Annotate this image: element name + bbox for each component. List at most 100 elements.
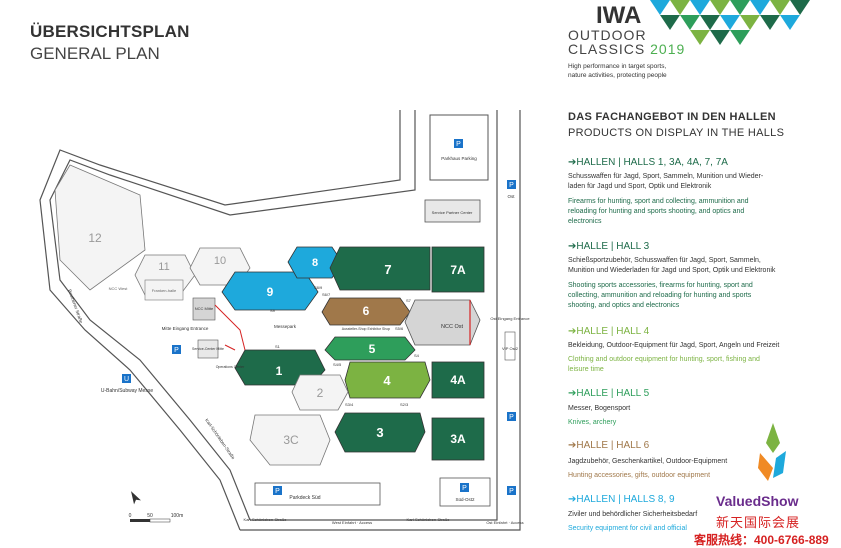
messepark-label: Messepark xyxy=(274,324,297,329)
subway-icon xyxy=(122,374,131,383)
s67-label: S6/7 xyxy=(322,292,331,297)
ost-label: Ost xyxy=(507,194,515,199)
scale-0: 0 xyxy=(129,513,132,519)
scale-bar: 0 50 100m xyxy=(129,513,183,523)
hall-3c-label: 3C xyxy=(283,433,299,447)
watermark-brand: ValuedShow xyxy=(716,493,799,509)
hall-5-label: 5 xyxy=(369,342,376,356)
arrow-icon: ➔ xyxy=(568,494,577,505)
arrow-icon: ➔ xyxy=(568,157,577,168)
group-heading-text: HALLEN | HALLS 8, 9 xyxy=(576,494,675,505)
page-title-en: GENERAL PLAN xyxy=(30,44,160,63)
desc-line: Clothing and outdoor equipment for hunti… xyxy=(568,356,760,363)
arrow-icon: ➔ xyxy=(568,440,577,451)
hall-9-label: 9 xyxy=(267,285,274,299)
desc-line: Shooting sports accessories, firearms fo… xyxy=(568,282,753,289)
group-heading-text: HALLE | HALL 3 xyxy=(576,241,650,252)
subway-icon-letter: U xyxy=(124,376,129,383)
ncc-west-label: NCC West xyxy=(109,286,129,291)
hall-3c[interactable] xyxy=(249,414,331,466)
desc-line: Hunting accessories, gifts, outdoor equi… xyxy=(568,472,711,479)
hall-4a[interactable] xyxy=(431,361,485,399)
hall-12[interactable] xyxy=(54,164,146,291)
group-heading-hall-5: ➔HALLE | HALL 5 xyxy=(568,388,649,399)
desc-line: Firearms for hunting, sport and collecti… xyxy=(568,198,749,205)
arrow-icon: ➔ xyxy=(568,388,577,399)
desc-line: electronics xyxy=(568,218,602,225)
desc-line: reloading for hunting and sports shootin… xyxy=(568,208,745,215)
tagline-line-2: nature activities, protecting people xyxy=(568,72,667,79)
parkhaus-label: Parkhaus Parking xyxy=(441,156,477,161)
ost-entrance-label: Ost Eingang Entrance xyxy=(490,316,530,321)
service-center-label: Service-Center Mitte xyxy=(192,347,224,351)
desc-line: Knives, archery xyxy=(568,419,617,426)
logo-triangles-graphic xyxy=(650,0,810,45)
parking-mitte-letter: P xyxy=(174,347,179,354)
s34-label: S3/4 xyxy=(345,402,354,407)
hall-6-label: 6 xyxy=(363,304,370,318)
hall-11-label: 11 xyxy=(158,261,169,273)
sued-ost2-label: Süd-Ost2 xyxy=(455,497,475,502)
desc-line: Jagdzubehör, Geschenkartikel, Outdoor-Eq… xyxy=(568,458,728,465)
group-5-desc-de: Jagdzubehör, Geschenkartikel, Outdoor-Eq… xyxy=(568,457,808,467)
road-lines xyxy=(39,110,521,531)
group-heading-text: HALLE | HALL 5 xyxy=(576,388,650,399)
group-6-desc-en: Security equipment for civil and officia… xyxy=(568,524,808,534)
vip-parking xyxy=(504,331,516,361)
ncc-mitte[interactable] xyxy=(192,297,216,321)
service-partner-building xyxy=(424,199,481,223)
arrow-icon: ➔ xyxy=(568,326,577,337)
watermark-phone: 客服热线：400-6766-889 xyxy=(694,533,829,547)
ncc-ost-label: NCC Ost xyxy=(441,324,463,330)
west-entrance-label: West Einfahrt · Access xyxy=(332,520,372,525)
parking-sued-ost-icon xyxy=(460,483,469,492)
logo-outdoor: OUTDOOR xyxy=(568,27,647,43)
desc-line: Schießsportzubehör, Schusswaffen für Jag… xyxy=(568,257,761,264)
s9-label: S9 xyxy=(270,308,276,313)
hall-5[interactable] xyxy=(324,336,416,361)
group-heading-hall-6: ➔HALLE | HALL 6 xyxy=(568,440,649,451)
s89-label: S8/9 xyxy=(314,285,323,290)
street-label: Karl-Schönleben-Straße xyxy=(204,418,236,461)
parking-icon-letter: P xyxy=(456,141,461,148)
hall-7a[interactable] xyxy=(431,246,485,293)
group-heading-hall-3: ➔HALLE | HALL 3 xyxy=(568,241,649,252)
group-5-desc-en: Hunting accessories, gifts, outdoor equi… xyxy=(568,471,808,481)
parking-ost-icon xyxy=(507,180,516,189)
hall-4[interactable] xyxy=(344,361,431,399)
parking-icon xyxy=(454,139,463,148)
hall-4-label: 4 xyxy=(383,373,391,388)
subway-label: U-Bahn/Subway Messe xyxy=(101,388,153,394)
group-heading-halls-8-9: ➔HALLEN | HALLS 8, 9 xyxy=(568,494,675,505)
iwa-logo: IWA xyxy=(596,2,642,29)
group-4-desc-de: Messer, Bogensport xyxy=(568,404,808,414)
hall-3a[interactable] xyxy=(431,417,485,461)
hall-2[interactable] xyxy=(291,374,349,411)
desc-line: Messer, Bogensport xyxy=(568,405,631,412)
hall-2-label: 2 xyxy=(317,386,324,400)
group-heading-text: HALLE | HALL 4 xyxy=(576,326,650,337)
desc-line: Munition und Wiederladen für Jagd und Sp… xyxy=(568,267,776,274)
desc-line: Bekleidung, Outdoor-Equipment für Jagd, … xyxy=(568,342,780,349)
parking-ost-letter: P xyxy=(509,182,514,189)
group-4-desc-en: Knives, archery xyxy=(568,418,808,428)
group-6-desc-de: Ziviler und behördlicher Sicherheitsbeda… xyxy=(568,510,808,520)
hall-1-label: 1 xyxy=(276,364,283,378)
walkway-red xyxy=(214,304,246,351)
ncc-ost[interactable] xyxy=(404,299,481,346)
hall-7-label: 7 xyxy=(384,262,391,277)
s23-label: S2/3 xyxy=(400,402,409,407)
hall-7[interactable] xyxy=(329,246,431,291)
vip-label: VIP Ost2 xyxy=(502,346,519,351)
hall-3[interactable] xyxy=(334,412,426,453)
group-heading-hall-4: ➔HALLE | HALL 4 xyxy=(568,326,649,337)
hall-8[interactable] xyxy=(287,246,343,279)
parking-mitte-icon xyxy=(172,345,181,354)
ost-entrance-2-label: Ost Einfahrt · Access xyxy=(486,520,523,525)
valuedshow-logo-icon xyxy=(758,423,786,481)
hall-3-label: 3 xyxy=(376,425,383,440)
desc-line: shooting, and optics and electronics xyxy=(568,302,680,309)
hall-6[interactable] xyxy=(321,297,411,326)
service-center xyxy=(197,339,219,359)
mitte-entrance-label: Mitte Eingang Entrance xyxy=(162,326,209,331)
